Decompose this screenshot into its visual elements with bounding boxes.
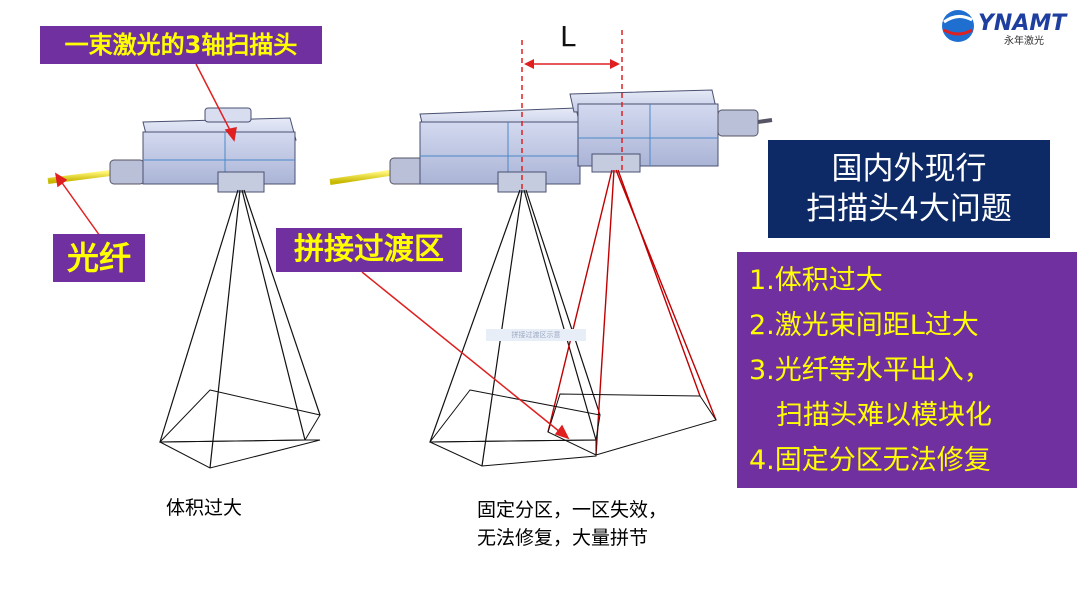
issue-item: 2.激光束间距L过大 (749, 310, 979, 341)
distance-label: L (560, 20, 576, 53)
caption-right: 固定分区，一区失效， 无法修复，大量拼节 (477, 496, 667, 552)
left-lens-mount (217, 171, 265, 193)
issues-title-line2: 扫描头4大问题 (806, 191, 1012, 227)
title-arrow (195, 63, 233, 135)
right-scanner-pair: L (329, 20, 773, 467)
company-logo: YNAMT 永年激光 (942, 10, 1068, 47)
fiber-arrow (59, 179, 101, 237)
logo-globe-icon (942, 10, 974, 42)
right-fiber-right (757, 118, 773, 124)
left-scanner (47, 107, 321, 469)
issue-item: 4.固定分区无法修复 (749, 445, 991, 476)
stitch-zone-label: 拼接过渡区 (276, 228, 462, 272)
logo-brand: YNAMT (978, 11, 1068, 36)
scanner-title-label: 一束激光的3轴扫描头 (40, 26, 322, 64)
left-fiber-connector (109, 159, 145, 185)
stitch-arrow (361, 271, 561, 433)
fiber-label: 光纤 (53, 234, 145, 282)
issues-list: 1.体积过大 2.激光束间距L过大 3.光纤等水平出入， 扫描头难以模块化 4.… (737, 252, 1077, 488)
caption-right-line2: 无法修复，大量拼节 (477, 527, 649, 549)
right-work-field-b (547, 393, 717, 456)
issue-item: 扫描头难以模块化 (776, 400, 992, 431)
faint-annotation: 拼接过渡区示意 (486, 329, 586, 341)
issue-item: 3.光纤等水平出入， (749, 355, 991, 386)
caption-right-line1: 固定分区，一区失效， (477, 499, 668, 521)
logo-sub: 永年激光 (1004, 34, 1044, 47)
caption-left: 体积过大 (166, 497, 243, 519)
left-work-field (158, 389, 321, 443)
issues-title-line1: 国内外现行 (831, 151, 987, 187)
issues-title: 国内外现行 扫描头4大问题 (768, 140, 1050, 238)
right-fiber-left (329, 169, 397, 185)
issue-item: 1.体积过大 (749, 265, 883, 296)
right-work-field-a (428, 389, 601, 443)
